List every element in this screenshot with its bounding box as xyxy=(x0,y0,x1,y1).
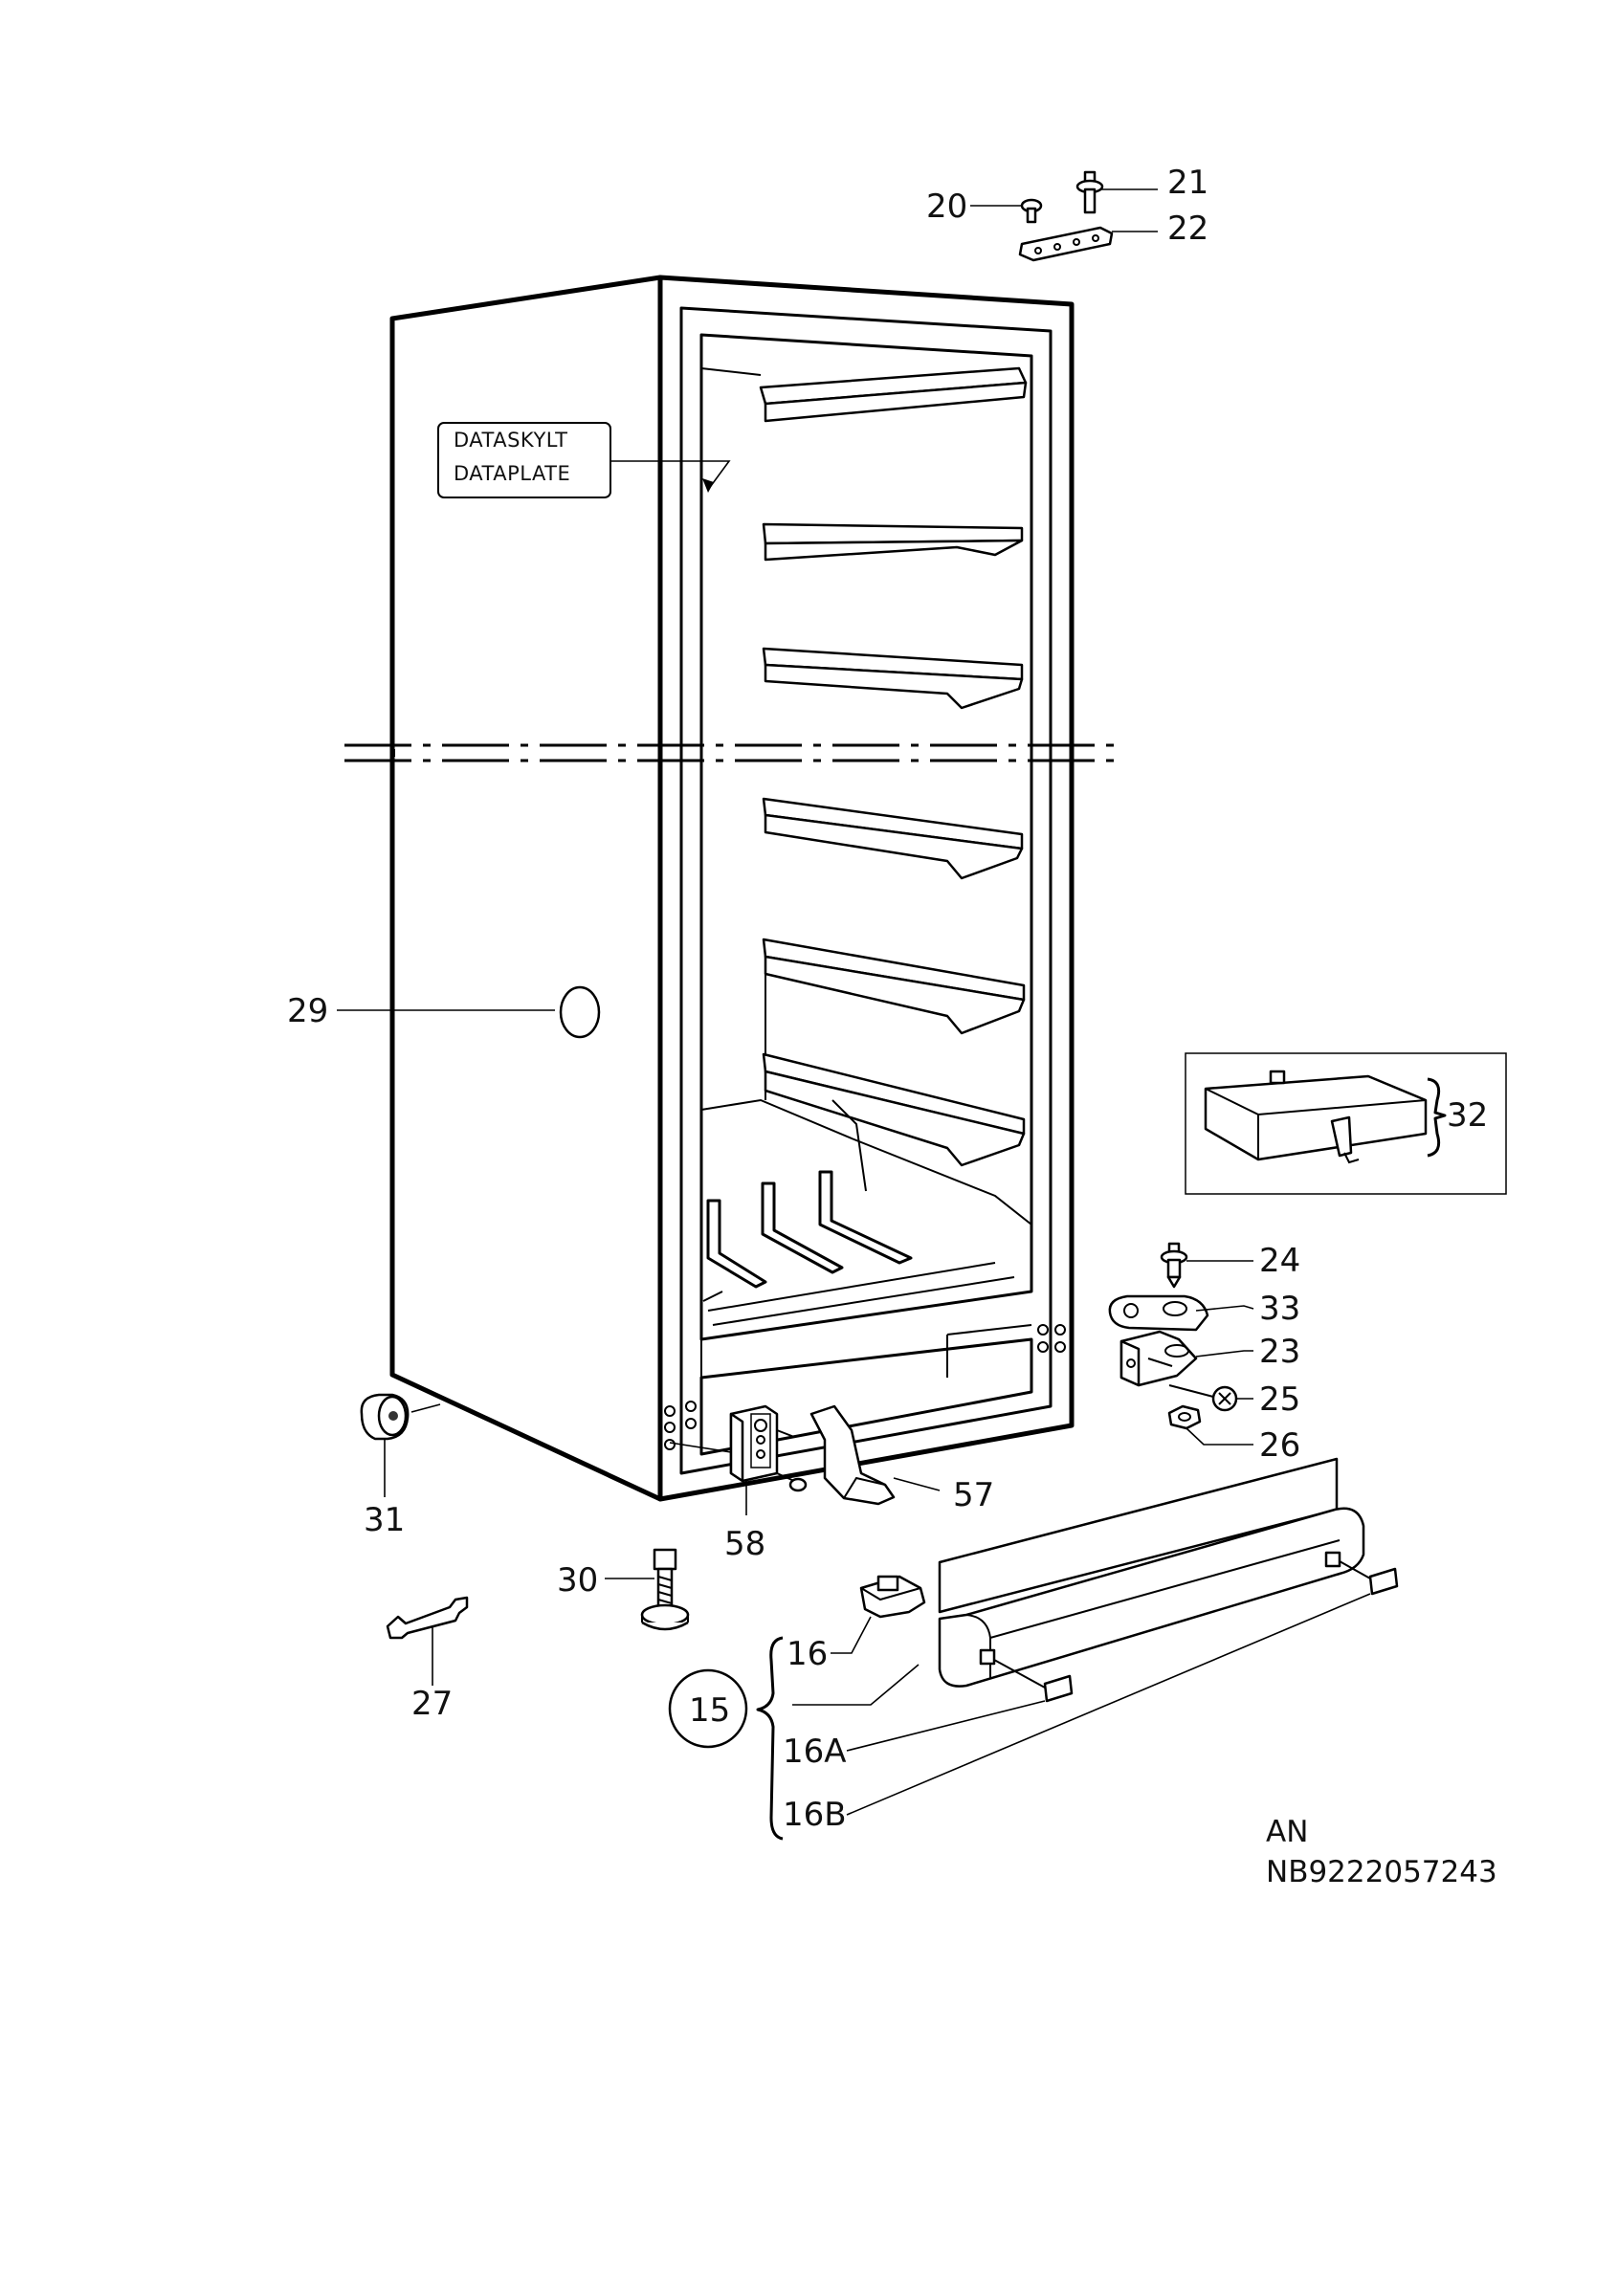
label-57: 57 xyxy=(953,1476,994,1514)
label-31: 31 xyxy=(364,1501,405,1539)
pin-24 xyxy=(1160,1242,1188,1289)
shelf-rail-1 xyxy=(759,366,1028,423)
bracket-32-inset xyxy=(1185,1052,1507,1195)
wrench-27 xyxy=(386,1596,469,1686)
shelf-rail-5 xyxy=(762,938,1026,1100)
label-15: 15 xyxy=(689,1691,730,1730)
screw-20 xyxy=(1020,198,1043,224)
cover-57 xyxy=(669,1404,941,1506)
adjustable-foot-30 xyxy=(605,1548,690,1631)
top-hinge-parts xyxy=(970,170,1158,262)
clip-16 xyxy=(831,1575,926,1654)
label-25: 25 xyxy=(1259,1380,1300,1419)
label-30: 30 xyxy=(557,1561,598,1600)
nut-26 xyxy=(1167,1404,1202,1430)
shelf-rail-2 xyxy=(762,522,1024,562)
part-labels: 20 21 22 29 32 24 33 23 25 26 31 57 58 3… xyxy=(287,164,1488,1834)
door-trim-15 xyxy=(792,1457,1399,1816)
label-32: 32 xyxy=(1447,1096,1488,1135)
label-16b: 16B xyxy=(783,1796,847,1834)
foot-31 xyxy=(360,1393,441,1497)
shelf-rail-4 xyxy=(762,797,1024,880)
break-line xyxy=(344,743,1124,762)
plug-29 xyxy=(337,985,601,1039)
bottom-rack xyxy=(702,1170,1015,1326)
hinge-23 xyxy=(1119,1330,1198,1387)
group-15-brace xyxy=(668,1636,784,1841)
data-plate-callout: DATASKYLT DATAPLATE xyxy=(437,422,731,498)
shelf-rail-3 xyxy=(762,647,1024,710)
pin-21 xyxy=(1075,170,1104,214)
label-29: 29 xyxy=(287,992,328,1030)
label-21: 21 xyxy=(1167,164,1208,202)
label-23: 23 xyxy=(1259,1333,1300,1371)
reference-line1: AN xyxy=(1266,1815,1308,1849)
bottom-hinge-parts xyxy=(1108,1242,1254,1446)
label-16: 16 xyxy=(787,1635,828,1673)
label-33: 33 xyxy=(1259,1290,1300,1328)
label-20: 20 xyxy=(926,188,967,226)
reference-code: AN NB9222057243 xyxy=(1266,1815,1497,1889)
hinge-bracket-58 xyxy=(729,1404,808,1515)
cabinet-body xyxy=(389,275,1075,1502)
screw-25 xyxy=(1168,1384,1238,1412)
reference-line2: NB9222057243 xyxy=(1266,1855,1497,1889)
shelf-rail-6 xyxy=(762,1052,1026,1192)
label-22: 22 xyxy=(1167,210,1208,248)
data-plate-line2: DATAPLATE xyxy=(454,462,570,485)
label-27: 27 xyxy=(411,1685,453,1723)
washer-plate-33 xyxy=(1108,1294,1209,1332)
hinge-plate-22 xyxy=(1018,226,1114,262)
label-58: 58 xyxy=(724,1525,765,1563)
label-16a: 16A xyxy=(783,1733,847,1771)
data-plate-line1: DATASKYLT xyxy=(454,429,567,452)
label-26: 26 xyxy=(1259,1426,1300,1465)
label-24: 24 xyxy=(1259,1242,1300,1280)
shelf-rails xyxy=(702,366,1028,1326)
